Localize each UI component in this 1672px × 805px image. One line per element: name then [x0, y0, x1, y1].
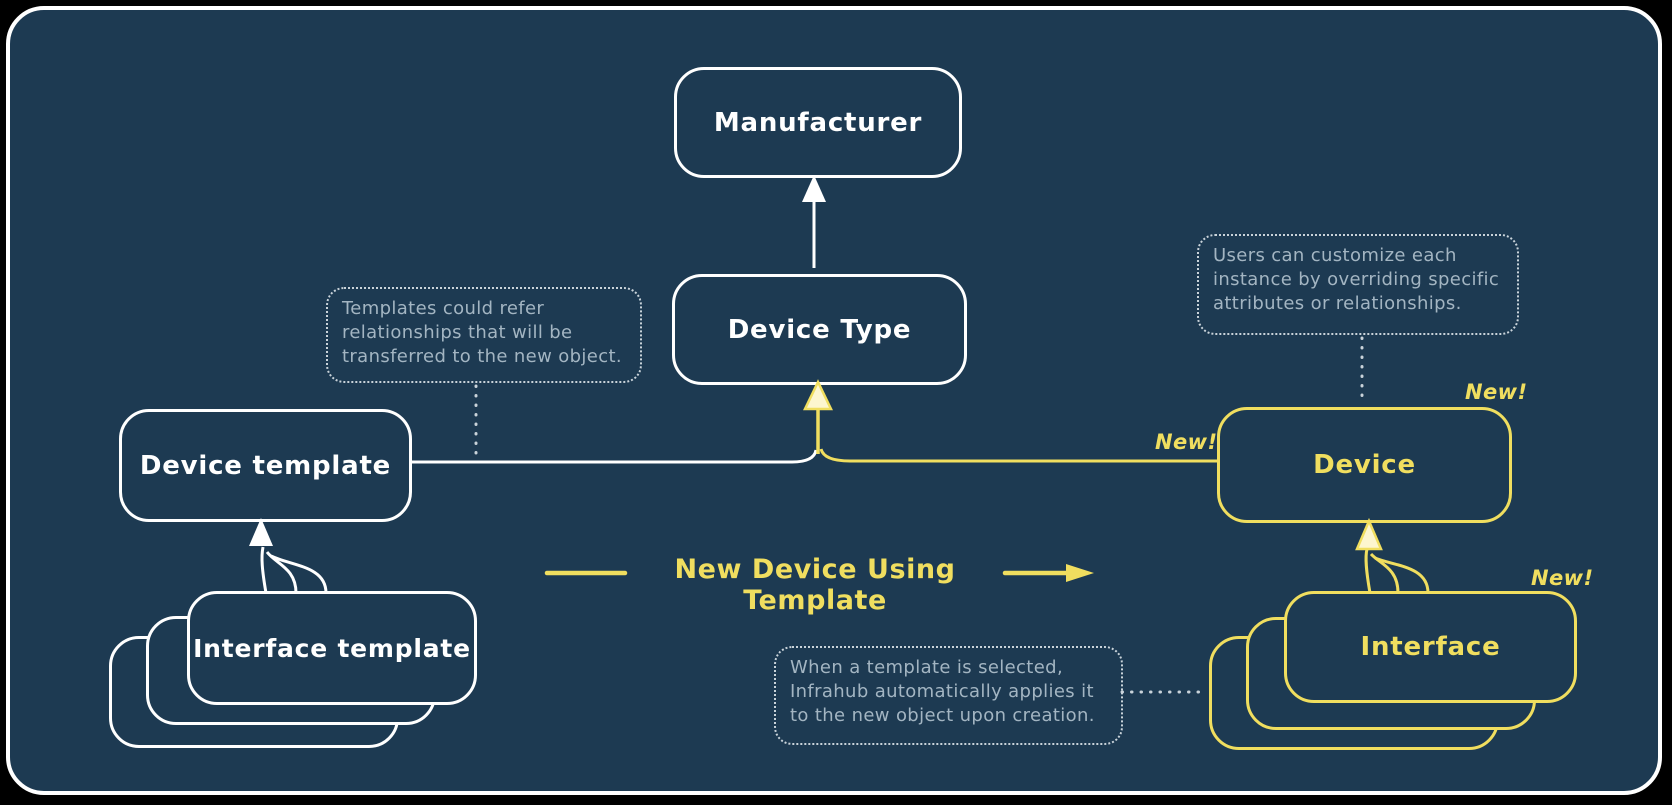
new-badge-device: New! [1465, 380, 1528, 404]
note-apply-line-1: When a template is selected, [790, 657, 1064, 678]
arrowhead-device [1355, 517, 1383, 551]
node-interface-label: Interface [1360, 632, 1501, 662]
note-templates: Templates could refer relationships that… [326, 287, 642, 383]
note-templates-line-3: transferred to the new object. [342, 346, 622, 367]
new-badge-device-link: New! [1155, 430, 1218, 454]
node-interface-template: Interface template [187, 591, 477, 705]
node-interface-template-label: Interface template [193, 633, 471, 663]
flow-arrowhead [1066, 564, 1094, 582]
stack-arrow-right-1 [1364, 548, 1372, 594]
node-device-template-label: Device template [139, 450, 392, 481]
arrowhead-device-type [803, 379, 833, 411]
note-apply: When a template is selected, Infrahub au… [774, 646, 1123, 745]
note-customize-line-1: Users can customize each [1213, 245, 1457, 266]
stack-arrow-left-3 [270, 554, 328, 594]
node-device-template: Device template [119, 409, 412, 522]
stack-arrow-left-1 [260, 546, 268, 594]
connector-device-template-to-device-type [409, 449, 818, 464]
note-templates-line-1: Templates could refer [342, 298, 545, 319]
arrowhead-manufacturer [802, 175, 826, 202]
flow-arrow-label: New Device Using Template [674, 554, 956, 616]
note-templates-line-2: relationships that will be [342, 322, 573, 343]
stack-arrow-right-3 [1374, 556, 1430, 594]
note-apply-line-2: Infrahub automatically applies it [790, 681, 1094, 702]
diagram-canvas: Manufacturer Device Type Device template… [6, 6, 1662, 795]
node-manufacturer: Manufacturer [674, 67, 962, 178]
node-device-type: Device Type [672, 274, 967, 385]
note-customize-line-2: instance by overriding specific [1213, 269, 1500, 290]
node-device-type-label: Device Type [727, 314, 912, 345]
node-interface: Interface [1284, 591, 1577, 703]
note-apply-line-3: to the new object upon creation. [790, 705, 1095, 726]
note-customize-line-3: attributes or relationships. [1213, 293, 1462, 314]
node-device-label: Device [1313, 450, 1416, 480]
new-badge-interface: New! [1531, 566, 1594, 590]
node-manufacturer-label: Manufacturer [713, 107, 923, 138]
node-device: Device [1217, 407, 1512, 523]
stack-arrow-left-2 [265, 551, 298, 594]
arrowhead-device-template [249, 518, 273, 546]
stack-arrow-right-2 [1369, 552, 1400, 594]
note-customize: Users can customize each instance by ove… [1197, 234, 1519, 335]
